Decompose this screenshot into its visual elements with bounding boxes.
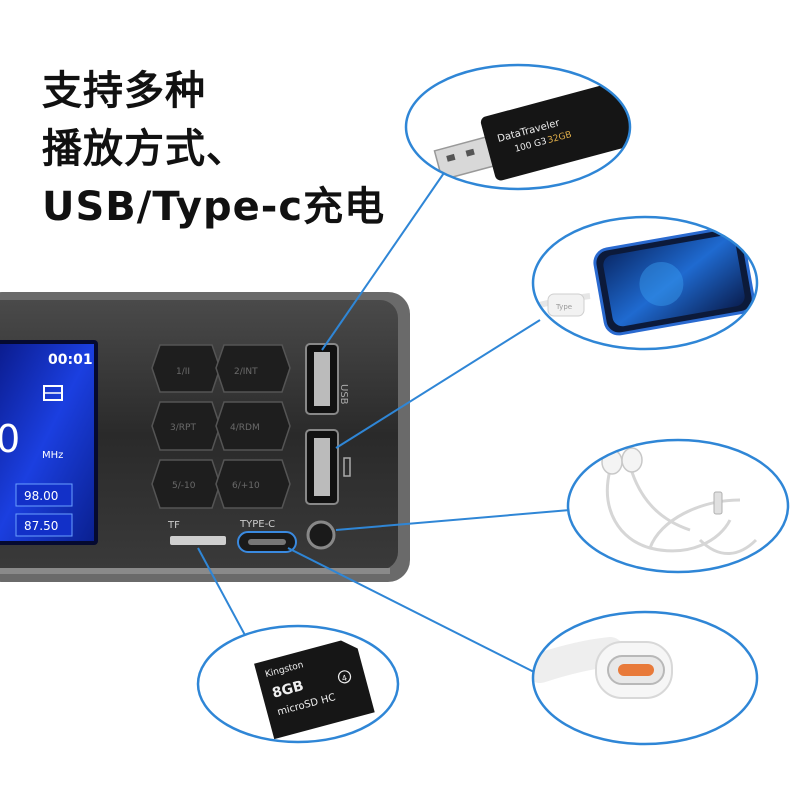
phone-callout: Type [531,215,759,351]
button-6[interactable] [215,459,291,509]
button-2-label: 2/INT [234,367,258,377]
tf-slot[interactable] [170,536,226,545]
button-3-label: 3/RPT [170,423,196,433]
earphones-callout-border [566,438,790,574]
button-1-label: 1/II [176,367,190,377]
earbud-right [621,447,643,473]
line-typec [287,547,535,673]
audio-jack-plug [713,491,723,515]
aux-jack[interactable] [306,520,336,550]
callout-lines [197,169,571,673]
sd-card-callout-border [196,624,400,744]
preset-button-cluster: 1/II 2/INT 3/RPT 4/RDM 5/-10 6/+10 [151,344,291,509]
tf-label: TF [167,520,180,531]
headline: 支持多种 播放方式、 USB/Type-c充电 [42,62,385,236]
earphones-callout [566,438,790,574]
headline-line-3: USB/Type-c充电 [42,184,386,230]
usb-label: USB [338,384,349,405]
earphone-cable [605,465,758,555]
frequency-digit: 0 [0,417,20,461]
panel-lower-trim [0,568,390,574]
sd-class: 4 [341,673,348,683]
button-5-label: 5/-10 [172,481,196,491]
typec-callout [531,610,759,746]
preset-1: 98.00 [24,489,58,503]
line-usb-drive [321,169,447,351]
button-2[interactable] [215,344,291,393]
charging-cable-plug [547,293,585,317]
typec-tongue [248,539,286,545]
usb-drive-callout-border [404,63,632,191]
usb-drive-callout: DataTraveler 100 G3 32GB [404,63,632,191]
phone-callout-border [531,215,759,351]
microsd-card [254,640,375,740]
preset-2: 87.50 [24,519,58,533]
preset-2-box [15,513,73,537]
usb-port-1-contact [314,352,330,406]
button-3[interactable] [151,401,221,451]
frequency-unit: MHz [42,450,63,461]
button-4-label: 4/RDM [230,423,260,433]
sd-capacity: 8GB [270,678,305,702]
usb-drive-body [480,80,630,181]
typec-callout-border [531,610,759,746]
typec-plug-tongue [618,664,654,676]
line-earphones [335,509,571,531]
button-5[interactable] [151,459,221,509]
sd-card-callout: Kingston 8GB microSD HC 4 [196,624,400,744]
usb-port-2-contact [314,438,330,496]
typec-label: TYPE-C [239,519,275,530]
preset-1-box [15,483,73,507]
time-readout: 00:01 [48,352,93,368]
battery-icon [343,457,351,477]
line-sd [197,547,247,638]
headline-line-2: 播放方式、 [42,126,247,172]
head-unit: 00:01 0 MHz 98.00 87.50 1/II 2/INT 3/RPT… [0,292,410,582]
headline-line-1: 支持多种 [42,68,206,114]
button-1[interactable] [151,344,221,393]
display-screen [0,344,94,541]
smartphone-screen [603,235,745,327]
button-6-label: 6/+10 [232,481,260,491]
line-phone [335,319,541,449]
button-4[interactable] [215,401,291,451]
sd-class-icon [337,670,352,684]
charger-tag: Type [555,303,572,311]
